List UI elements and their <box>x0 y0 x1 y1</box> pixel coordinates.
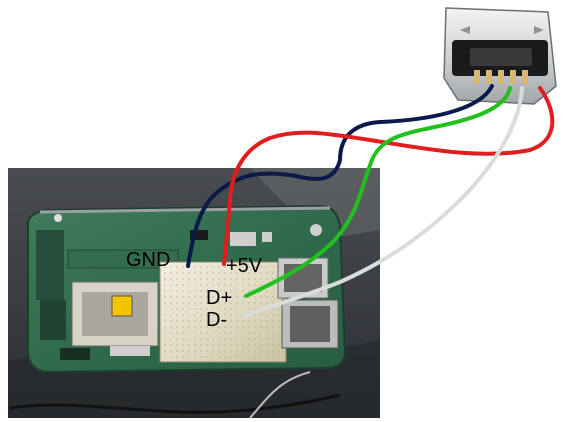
phone-pcb <box>27 204 347 374</box>
gnd-wire <box>186 84 494 268</box>
dminus-wire <box>242 86 524 318</box>
vcc-wire <box>222 86 555 266</box>
gnd-label: GND <box>126 249 170 271</box>
dplus-label: D+ <box>206 287 232 309</box>
vcc-label: +5V <box>226 255 263 277</box>
dminus-label: D- <box>206 309 227 331</box>
dplus-wire <box>244 86 512 298</box>
wires <box>186 84 555 318</box>
micro-usb-connector <box>443 7 557 105</box>
